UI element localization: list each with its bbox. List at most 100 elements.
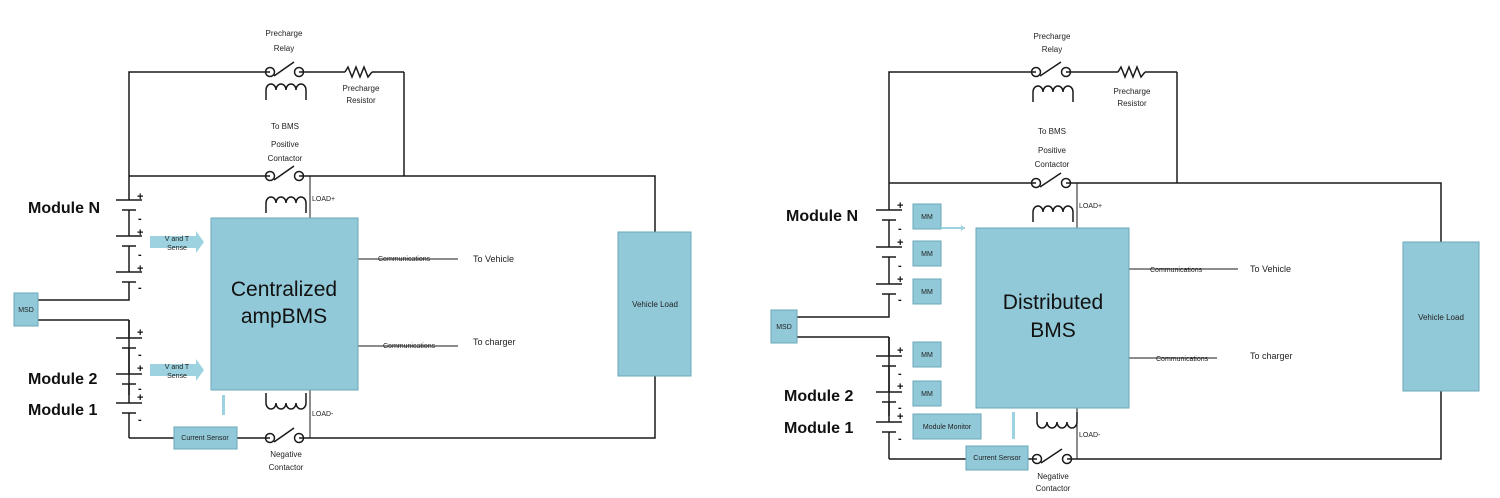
precharge-relay-label-line2: Relay [274,44,294,53]
minus-sign: - [138,383,142,395]
positive-contactor [264,165,307,213]
v-and-t-sense-label-line1: V and T [165,236,190,243]
minus-sign: - [898,368,902,380]
battery-cell-module-1 [116,402,142,414]
v-and-t-sense-label-line2: Sense [167,373,187,380]
battery-cell [116,235,142,272]
msd-label: MSD [18,307,34,314]
communications-vehicle-label: Communications [1150,267,1203,274]
plus-sign: + [897,381,903,393]
minus-sign: - [138,349,142,361]
bms-title-line1: Distributed [1003,291,1103,314]
battery-cell [876,283,902,300]
mm-box [912,203,942,230]
plus-sign: + [137,227,143,239]
distributed-bms-diagram: Precharge Relay Precharge Resistor To BM… [770,32,1480,493]
precharge-resistor-label-line1: Precharge [1114,87,1151,96]
plus-sign: + [897,237,903,249]
minus-sign: - [898,260,902,272]
bms-title-line2: ampBMS [241,305,327,328]
battery-cell-module-2 [876,391,902,422]
mm-arrow [941,225,965,231]
negative-contactor-label-line1: Negative [1037,472,1069,481]
module-monitor-label: Module Monitor [923,424,972,431]
plus-sign: + [897,411,903,423]
positive-contactor-label-line1: Positive [271,140,300,149]
load-minus-label: LOAD- [312,411,334,418]
minus-sign: - [138,414,142,426]
bms-title-line1: Centralized [231,278,337,301]
minus-sign: - [898,433,902,445]
plus-sign: + [897,345,903,357]
minus-sign: - [138,282,142,294]
negative-contactor [264,393,307,444]
module-monitors: MM MM MM MM MM Module Monitor [912,203,982,440]
vehicle-load-label: Vehicle Load [632,300,678,309]
precharge-resistor-label-line2: Resistor [1117,99,1147,108]
plus-sign: + [137,191,143,203]
current-sensor-arrow [222,395,225,415]
communications-charger-label: Communications [1156,356,1209,363]
mm-label: MM [921,391,933,398]
negative-contactor [1031,412,1078,465]
precharge-resistor-label-line1: Precharge [343,84,380,93]
mm-box [912,380,942,407]
vehicle-load-box [617,231,692,377]
distributed-bms-box [975,227,1130,409]
wiring [38,71,656,439]
battery-stack-upper [876,209,902,300]
plus-sign: + [897,200,903,212]
positive-contactor-label-line2: Contactor [1035,160,1070,169]
to-vehicle-label: To Vehicle [1250,264,1291,274]
precharge-relay-label-line1: Precharge [1034,32,1071,41]
precharge-relay-label: Precharge Relay [266,29,303,53]
minus-sign: - [138,213,142,225]
module-2-label: Module 2 [28,371,97,388]
polarity-markers: + - + - + - + - + - + - [137,191,143,426]
msd-label: MSD [776,324,792,331]
module-1-label: Module 1 [28,402,97,419]
precharge-resistor-label-line2: Resistor [346,96,376,105]
mm-box [912,341,942,368]
precharge-relay-label-line1: Precharge [266,29,303,38]
battery-cell [116,320,142,374]
precharge-relay [264,61,307,100]
positive-contactor-label-line1: Positive [1038,146,1067,155]
to-bms-label: To BMS [1038,127,1066,136]
mm-box [912,240,942,267]
load-plus-label: LOAD+ [1079,203,1102,210]
mm-label: MM [921,214,933,221]
positive-contactor-label-line2: Contactor [268,154,303,163]
msd-box [770,309,798,344]
negative-contactor-label-line1: Negative [270,450,302,459]
current-sensor-label: Current Sensor [181,435,229,442]
battery-cell [876,246,902,284]
current-sensor-arrow [1012,412,1015,439]
polarity-markers: + - + - + - + - + - + - [897,200,903,445]
vehicle-load-box [1402,241,1480,392]
mm-box [912,278,942,305]
bms-title-line2: BMS [1030,319,1076,342]
msd-box [13,292,39,327]
negative-contactor-label-line2: Contactor [1036,484,1071,493]
battery-cell [116,271,142,288]
mm-label: MM [921,352,933,359]
current-sensor-box [173,426,238,450]
plus-sign: + [137,392,143,404]
to-charger-label: To charger [473,337,516,347]
v-and-t-sense-label-line2: Sense [167,245,187,252]
communications-vehicle-label: Communications [378,256,431,263]
vehicle-load-label: Vehicle Load [1418,313,1464,322]
precharge-resistor [344,64,373,80]
centralized-bms-diagram: Precharge Relay Precharge Resistor To BM… [13,29,692,472]
plus-sign: + [137,263,143,275]
minus-sign: - [138,249,142,261]
current-sensor-box [965,445,1029,471]
load-minus-label: LOAD- [1079,432,1101,439]
mm-label: MM [921,289,933,296]
module-monitor-box [912,413,982,440]
precharge-resistor [1117,64,1146,80]
centralized-bms-box [210,217,359,391]
to-vehicle-label: To Vehicle [473,254,514,264]
